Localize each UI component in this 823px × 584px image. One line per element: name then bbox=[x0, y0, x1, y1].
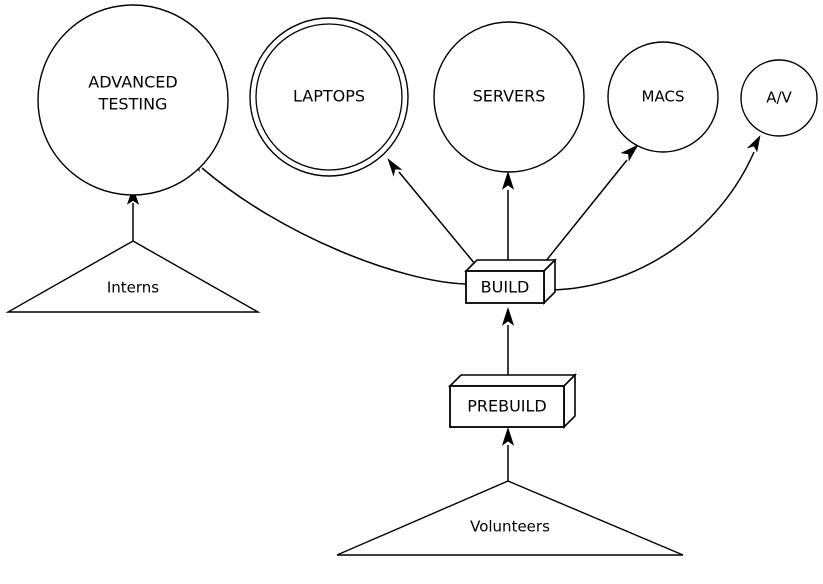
node-advanced-testing[interactable]: ADVANCED TESTING bbox=[37, 4, 229, 196]
edge-build-to-av[interactable] bbox=[550, 135, 761, 291]
circle-shape bbox=[740, 59, 818, 137]
circle-shape-outer bbox=[249, 17, 409, 177]
circle-shape-inner bbox=[255, 23, 403, 171]
node-servers[interactable]: SERVERS bbox=[433, 21, 585, 173]
node-prebuild-box[interactable]: PREBUILD bbox=[448, 373, 577, 429]
box-top-face bbox=[448, 374, 577, 387]
actor-interns[interactable]: Interns bbox=[5, 240, 261, 313]
arrow-head-icon bbox=[387, 158, 403, 177]
circle-shape bbox=[37, 4, 229, 196]
node-label: A/V bbox=[766, 89, 792, 107]
arrow-head-icon bbox=[620, 144, 639, 162]
edge-line bbox=[536, 159, 628, 273]
box-front-face bbox=[465, 270, 545, 304]
edge-build-to-advanced-testing[interactable] bbox=[189, 157, 467, 285]
triangle-shape bbox=[336, 480, 684, 556]
box-front-face bbox=[449, 385, 565, 428]
edge-volunteers-to-prebuild[interactable] bbox=[501, 427, 515, 481]
arrow-head-icon bbox=[501, 307, 515, 326]
edge-build-to-macs[interactable] bbox=[536, 144, 639, 273]
edge-line bbox=[550, 151, 755, 291]
circle-shape bbox=[433, 21, 585, 173]
node-label-line2: TESTING bbox=[98, 95, 168, 114]
node-label: MACS bbox=[642, 88, 685, 106]
node-av[interactable]: A/V bbox=[740, 59, 818, 137]
arrow-head-icon bbox=[501, 171, 515, 190]
triangle-shape bbox=[5, 240, 261, 313]
arrow-head-icon bbox=[126, 187, 140, 205]
node-macs[interactable]: MACS bbox=[607, 41, 719, 153]
edge-interns-to-advanced-testing[interactable] bbox=[126, 187, 140, 241]
actor-label: Interns bbox=[107, 279, 159, 297]
edge-build-to-laptops[interactable] bbox=[387, 158, 481, 271]
actor-volunteers[interactable]: Volunteers bbox=[336, 480, 684, 556]
edge-line bbox=[398, 171, 481, 271]
circle-shape bbox=[607, 41, 719, 153]
node-label: LAPTOPS bbox=[293, 87, 365, 106]
arrow-head-icon bbox=[501, 427, 515, 446]
edge-build-to-servers[interactable] bbox=[501, 171, 515, 271]
node-build-box[interactable]: BUILD bbox=[464, 258, 557, 305]
actor-label: Volunteers bbox=[470, 518, 550, 536]
node-laptops[interactable]: LAPTOPS bbox=[249, 17, 409, 177]
node-label: SERVERS bbox=[473, 87, 546, 106]
node-label-line1: ADVANCED bbox=[88, 73, 177, 92]
box-top-face bbox=[464, 259, 557, 272]
box-label: BUILD bbox=[481, 278, 530, 297]
edge-line bbox=[201, 167, 467, 285]
arrow-head-icon bbox=[747, 135, 761, 153]
box-label: PREBUILD bbox=[467, 397, 547, 416]
